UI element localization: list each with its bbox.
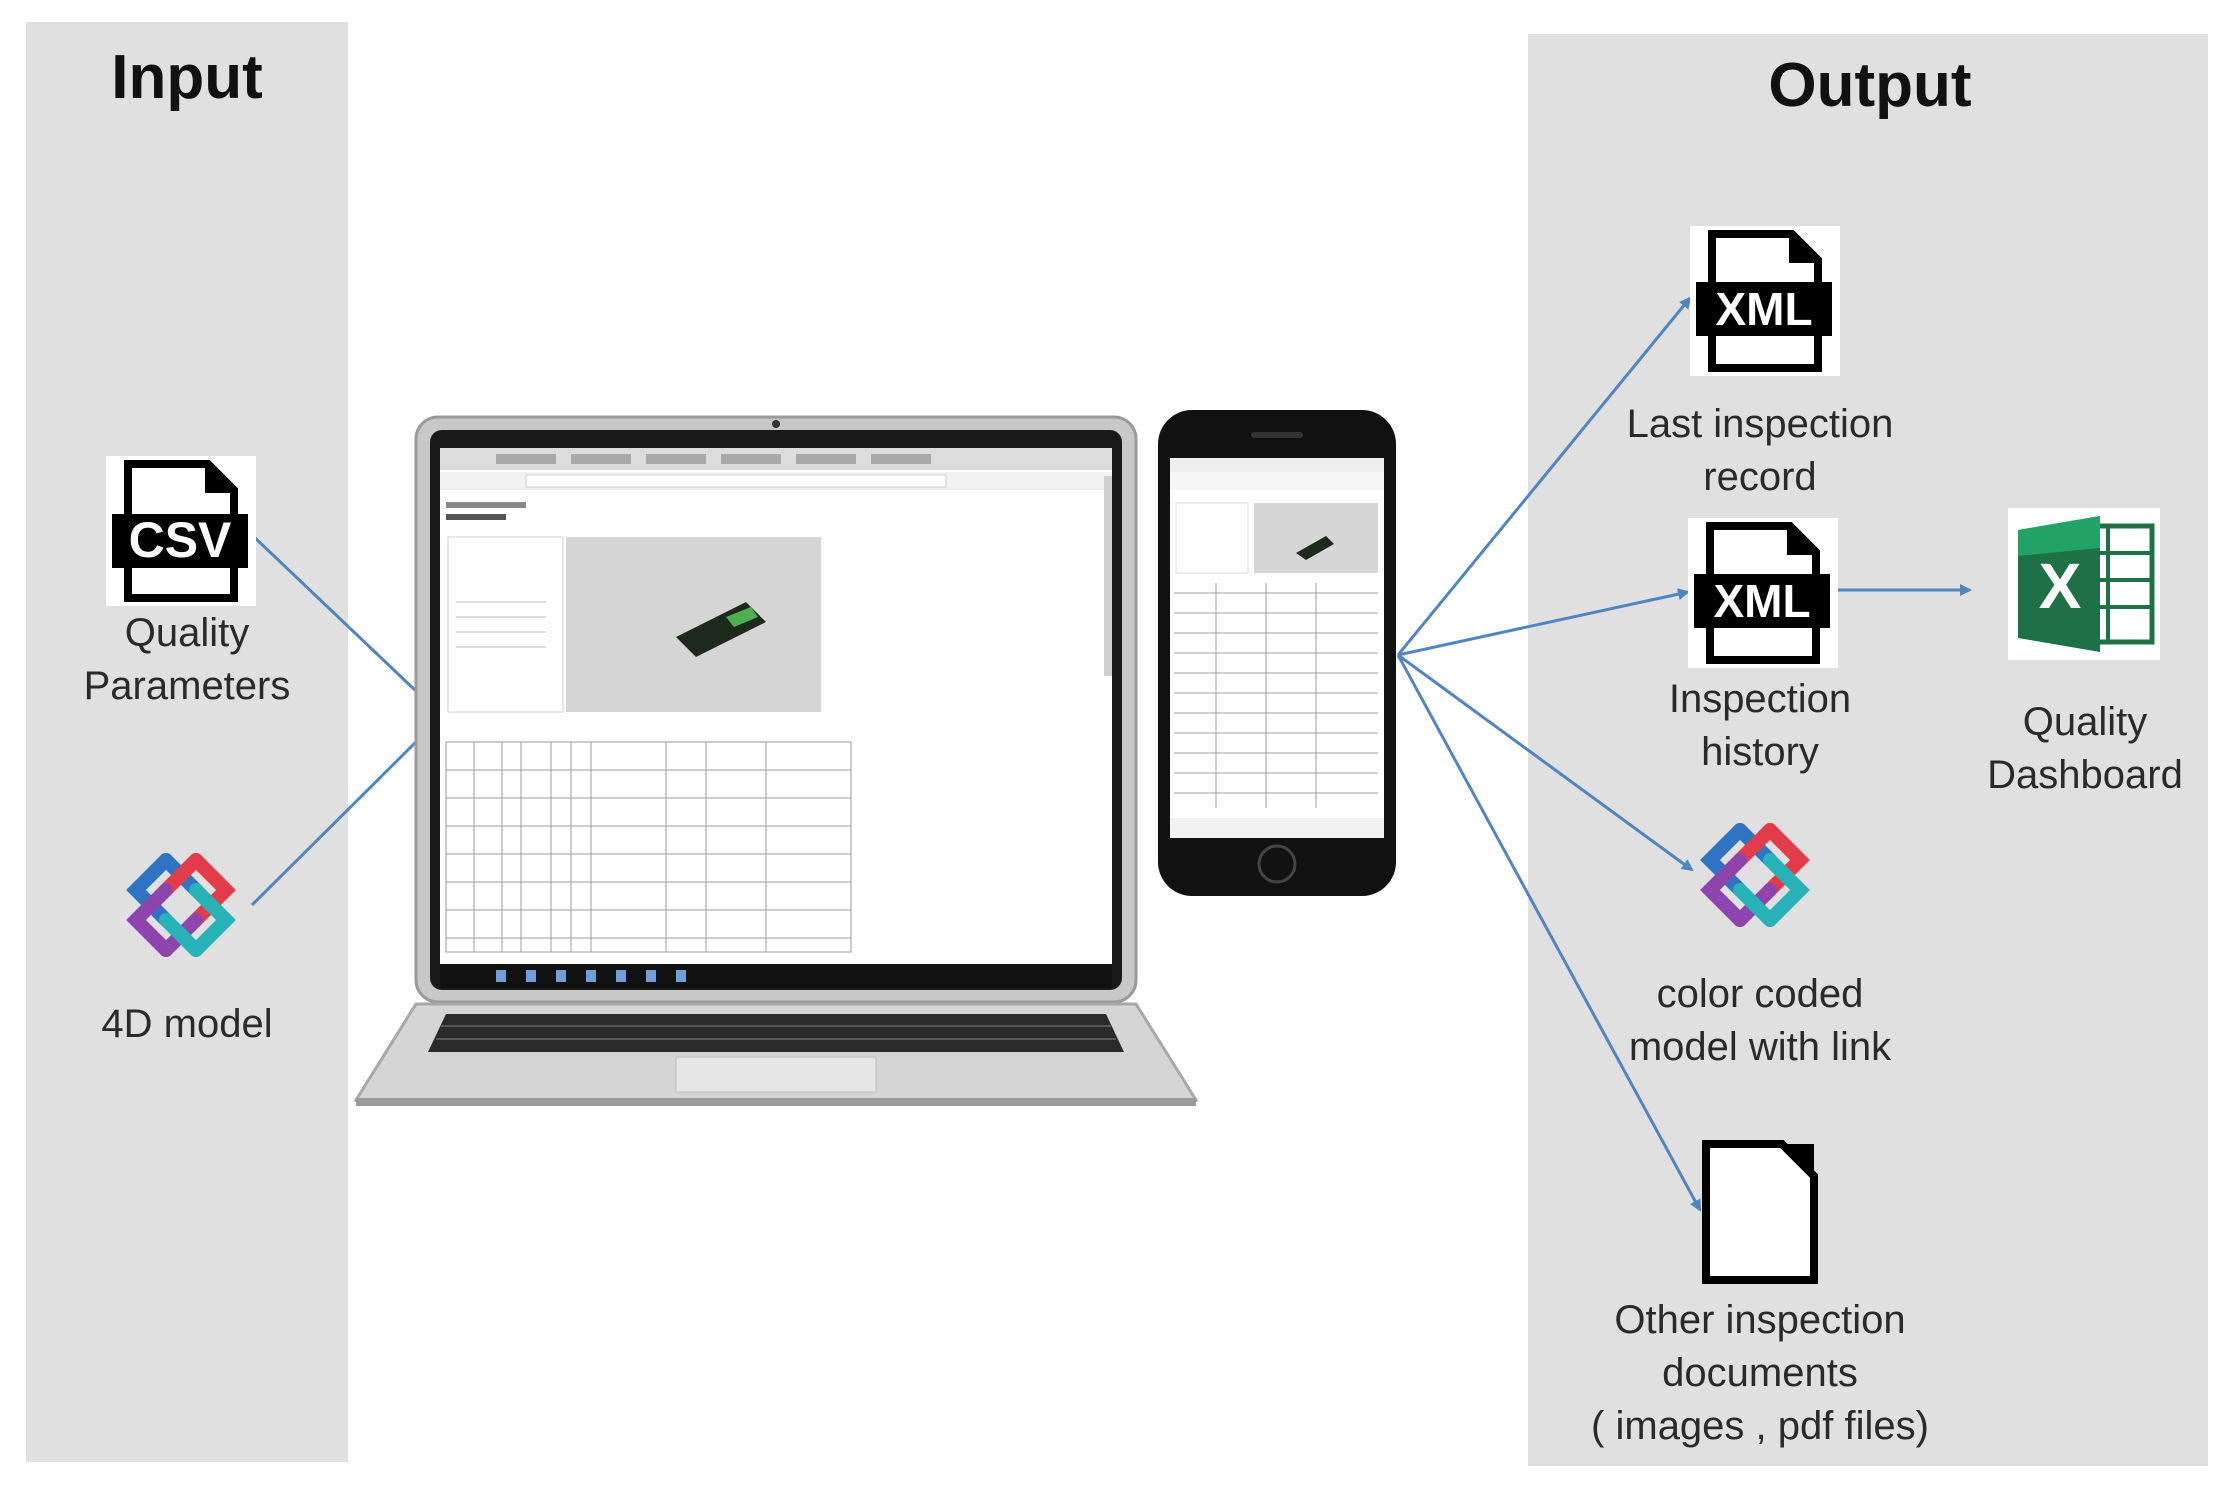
- ifc-model-icon: [116, 840, 246, 970]
- model-label: 4D model: [26, 998, 348, 1051]
- dashboard-label: Quality Dashboard: [1960, 696, 2210, 802]
- csv-file-icon: CSV: [106, 456, 256, 606]
- excel-badge: X: [2039, 550, 2082, 622]
- history-label: Inspection history: [1560, 673, 1960, 779]
- last-record-badge: XML: [1715, 283, 1812, 335]
- laptop-icon: [346, 412, 1206, 1112]
- csv-badge-text: CSV: [129, 512, 232, 568]
- xml-file-icon: XML: [1690, 226, 1840, 376]
- excel-icon: X: [2008, 508, 2160, 660]
- other-docs-label: Other inspection documents ( images , pd…: [1540, 1294, 1980, 1453]
- last-record-label: Last inspection record: [1560, 398, 1960, 504]
- smartphone-icon: [1156, 408, 1398, 898]
- history-badge: XML: [1713, 575, 1810, 627]
- color-model-label: color coded model with link: [1560, 968, 1960, 1074]
- xml-file-icon: XML: [1688, 518, 1838, 668]
- ifc-model-icon: [1690, 810, 1820, 940]
- document-icon: [1700, 1138, 1820, 1286]
- csv-label: Quality Parameters: [26, 607, 348, 713]
